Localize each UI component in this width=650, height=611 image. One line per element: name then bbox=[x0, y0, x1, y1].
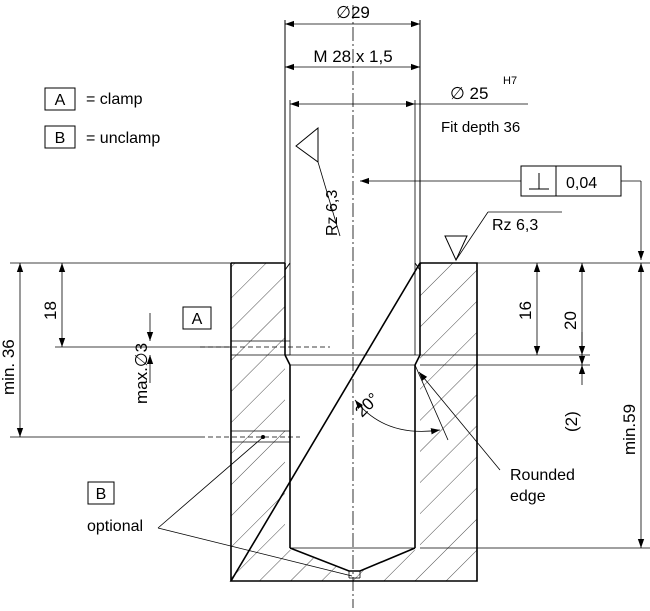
fit-depth-text: Fit depth 36 bbox=[441, 119, 520, 136]
dim-2: (2) bbox=[562, 411, 581, 432]
roughness-top: Rz 6,3 bbox=[444, 211, 562, 262]
thread-text: M 28 x 1,5 bbox=[313, 47, 392, 66]
legend-clamp-text: = clamp bbox=[86, 91, 143, 108]
legend: A = clamp B = unclamp bbox=[44, 87, 160, 149]
dim-dia25: ∅ 25 H7 Fit depth 36 bbox=[290, 75, 528, 136]
legend-b-box: B bbox=[55, 130, 66, 147]
port-a-label: A bbox=[192, 311, 203, 328]
body-bottom-hatch bbox=[285, 548, 420, 581]
dim-min59: min.59 bbox=[620, 404, 639, 455]
rz-top-text: Rz 6,3 bbox=[492, 217, 538, 234]
rounded-edge-callout: Rounded edge bbox=[418, 371, 575, 505]
optional-text: optional bbox=[87, 518, 143, 535]
perp-tol-text: 0,04 bbox=[566, 175, 597, 192]
perpendicularity-frame: 0,04 bbox=[360, 165, 645, 260]
roughness-bore: Rz 6,3 bbox=[295, 126, 341, 237]
dia25-text: ∅ 25 bbox=[450, 84, 488, 103]
body-right-hatch bbox=[420, 263, 477, 581]
dim-20: 20 bbox=[561, 311, 580, 330]
dim-dia29: ∅29 bbox=[285, 3, 420, 28]
dim-thread: M 28 x 1,5 bbox=[285, 47, 420, 71]
legend-unclamp-text: = unclamp bbox=[86, 130, 160, 147]
right-dimensions: 16 20 (2) min.59 bbox=[420, 262, 650, 549]
left-dimensions: 18 min. 36 max.∅3 A bbox=[0, 262, 231, 438]
cylinder-projection bbox=[284, 20, 421, 263]
body-outline bbox=[229, 262, 478, 582]
fit-tolerance: H7 bbox=[503, 75, 517, 87]
rounded-text-2: edge bbox=[510, 488, 546, 505]
optional-callout: B optional bbox=[87, 437, 353, 577]
dim-max3: max.∅3 bbox=[132, 343, 151, 404]
port-b-label: B bbox=[96, 486, 107, 503]
rz-bore-text: Rz 6,3 bbox=[324, 190, 341, 236]
rounded-text-1: Rounded bbox=[510, 467, 575, 484]
dia29-text: ∅29 bbox=[336, 3, 370, 22]
body-left-hatch bbox=[231, 263, 285, 581]
legend-a-box: A bbox=[55, 92, 66, 109]
dim-18: 18 bbox=[41, 301, 60, 320]
dim-16: 16 bbox=[516, 301, 535, 320]
body-section bbox=[200, 5, 478, 608]
dim-min36: min. 36 bbox=[0, 339, 18, 395]
